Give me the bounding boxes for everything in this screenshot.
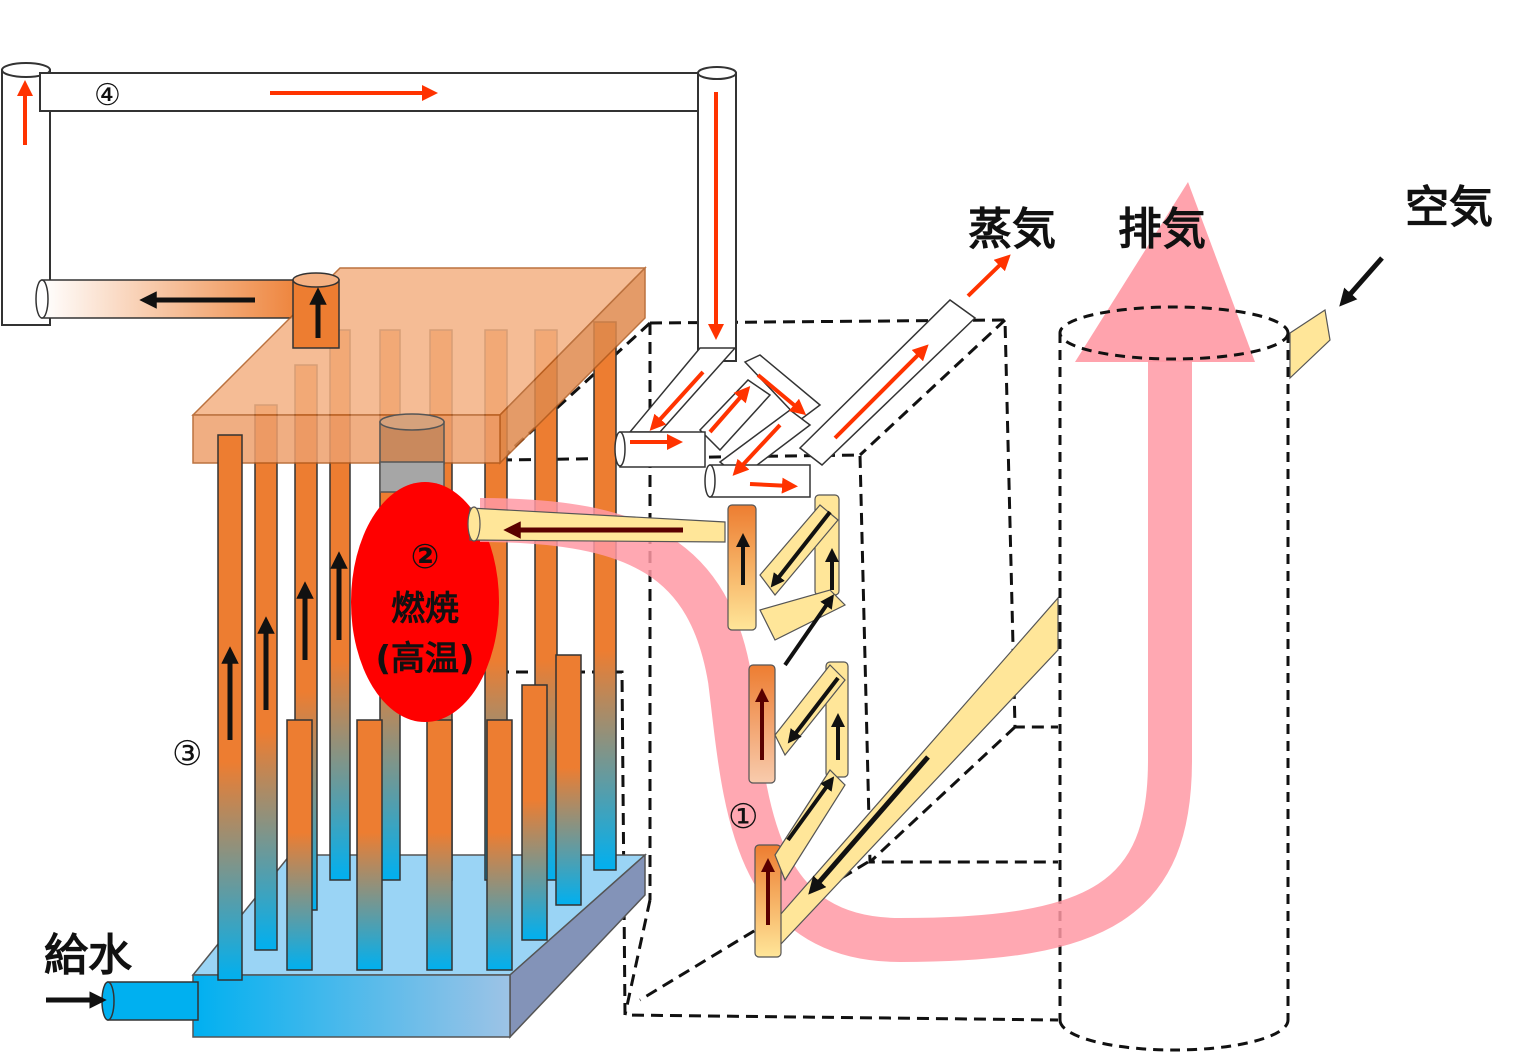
labels: 蒸気 排気 空気 給水 ④ ③ ① ② 燃焼 (高温): [44, 78, 1493, 981]
stage-2-label: ②: [411, 537, 440, 577]
superheater: [614, 254, 1011, 498]
combustion-label: 燃焼: [391, 589, 459, 629]
arrow-icon: [783, 594, 834, 667]
exhaust-stack: [1058, 333, 1290, 1052]
stage-3-label: ③: [172, 734, 202, 774]
arrow-icon: [787, 676, 840, 744]
arrow-icon: [786, 776, 835, 842]
arrow-icon: [732, 423, 782, 476]
steam-label: 蒸気: [968, 204, 1056, 255]
arrow-icon: [966, 254, 1011, 298]
air-preheater: [467, 494, 849, 958]
steam-loop-pipe: [1, 62, 737, 362]
front-tube-left: [217, 434, 243, 981]
stage-4-label: ④: [94, 78, 121, 113]
burner: [379, 413, 445, 493]
arrow-icon: [756, 373, 807, 416]
arrow-icon: [708, 385, 751, 434]
exhaust-label: 排気: [1118, 204, 1206, 255]
air-duct: [779, 256, 1384, 947]
water-header: [46, 853, 647, 1039]
high-temp-label: (高温): [375, 639, 474, 679]
arrow-icon: [770, 510, 832, 588]
arrow-icon: [649, 370, 705, 431]
short-tubes: [286, 654, 582, 971]
arrow-icon: [833, 344, 929, 440]
drum-outlet: [292, 272, 340, 349]
arrow-icon: [749, 477, 798, 494]
riser-return-pipe: [35, 279, 313, 319]
feedwater-label: 給水: [44, 930, 133, 981]
arrow-icon: [1339, 256, 1384, 307]
flame-icon: [351, 482, 499, 722]
air-label: 空気: [1405, 182, 1493, 233]
stage-1-label: ①: [728, 797, 758, 837]
arrow-icon: [808, 755, 930, 895]
